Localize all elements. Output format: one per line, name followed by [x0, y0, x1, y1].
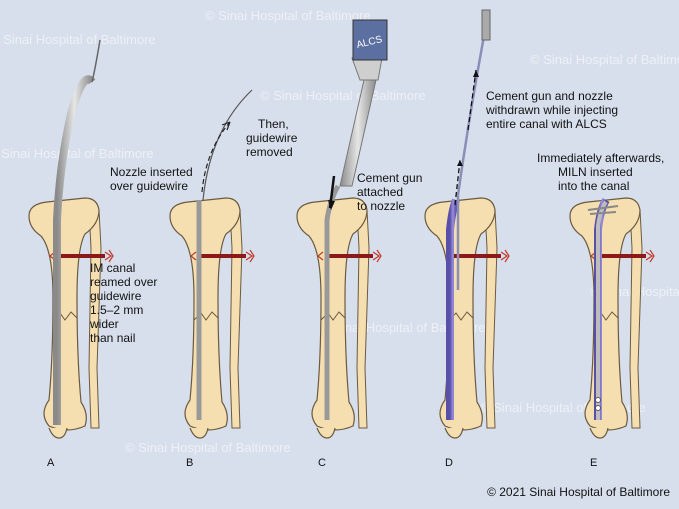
- caption-b: Nozzle inserted over guidewire: [110, 165, 196, 193]
- watermark: © Sinai Hospital of Baltimore: [125, 440, 291, 455]
- panel-c: ALCS Cement gun attached to nozzle C: [296, 19, 426, 469]
- watermark: © Sinai Hospital of Baltimore: [0, 146, 154, 161]
- panel-letter-d: D: [445, 457, 453, 469]
- tibia-fibula-c: [296, 197, 382, 439]
- locking-screws: [587, 205, 619, 215]
- caption-e: Immediately afterwards, MILN inserted in…: [537, 151, 668, 193]
- gun-tip: [481, 9, 491, 41]
- caption-c: Cement gun attached to nozzle: [357, 171, 426, 213]
- guidewire: [91, 39, 101, 83]
- watermark: © Sinai Hospital of Baltimore: [0, 32, 156, 47]
- watermark: © Sinai Hospital of Baltimore: [260, 88, 426, 103]
- arrow-head-icon: [221, 121, 231, 131]
- panel-letter-e: E: [590, 457, 597, 469]
- panel-e: Immediately afterwards, MILN inserted in…: [537, 151, 668, 469]
- caption-a: IM canal reamed over guidewire 1.5–2 mm …: [89, 261, 161, 345]
- removal-arrow: [201, 121, 231, 193]
- panel-letter-b: B: [186, 457, 193, 469]
- caption-b2: Then, guidewire removed: [246, 117, 301, 159]
- watermark: © Sinai Hospital of Baltimore: [530, 52, 679, 67]
- guidewire: [202, 89, 253, 201]
- cement-gun-body: [352, 19, 388, 61]
- arrow-head-icon: [328, 200, 335, 210]
- panel-letter-a: A: [47, 457, 55, 469]
- panel-b: Nozzle inserted over guidewire Then, gui…: [110, 89, 301, 469]
- reamer: [53, 75, 96, 425]
- tibia-fibula-b: [169, 197, 255, 439]
- caption-d: Cement gun and nozzle withdrawn while in…: [485, 89, 621, 131]
- nozzle: [456, 19, 489, 290]
- copyright: © 2021 Sinai Hospital of Baltimore: [487, 485, 670, 499]
- panel-letter-c: C: [318, 457, 326, 469]
- withdraw-arrow: [467, 69, 477, 131]
- nail-hole: [595, 405, 601, 411]
- nail-hole: [595, 397, 601, 403]
- watermark: © Sinai Hospital of Baltimore: [205, 8, 371, 23]
- cement-gun-collar: [351, 57, 383, 81]
- panel-a: IM canal reamed over guidewire 1.5–2 mm …: [28, 39, 161, 469]
- panel-d: Cement gun and nozzle withdrawn while in…: [424, 9, 621, 469]
